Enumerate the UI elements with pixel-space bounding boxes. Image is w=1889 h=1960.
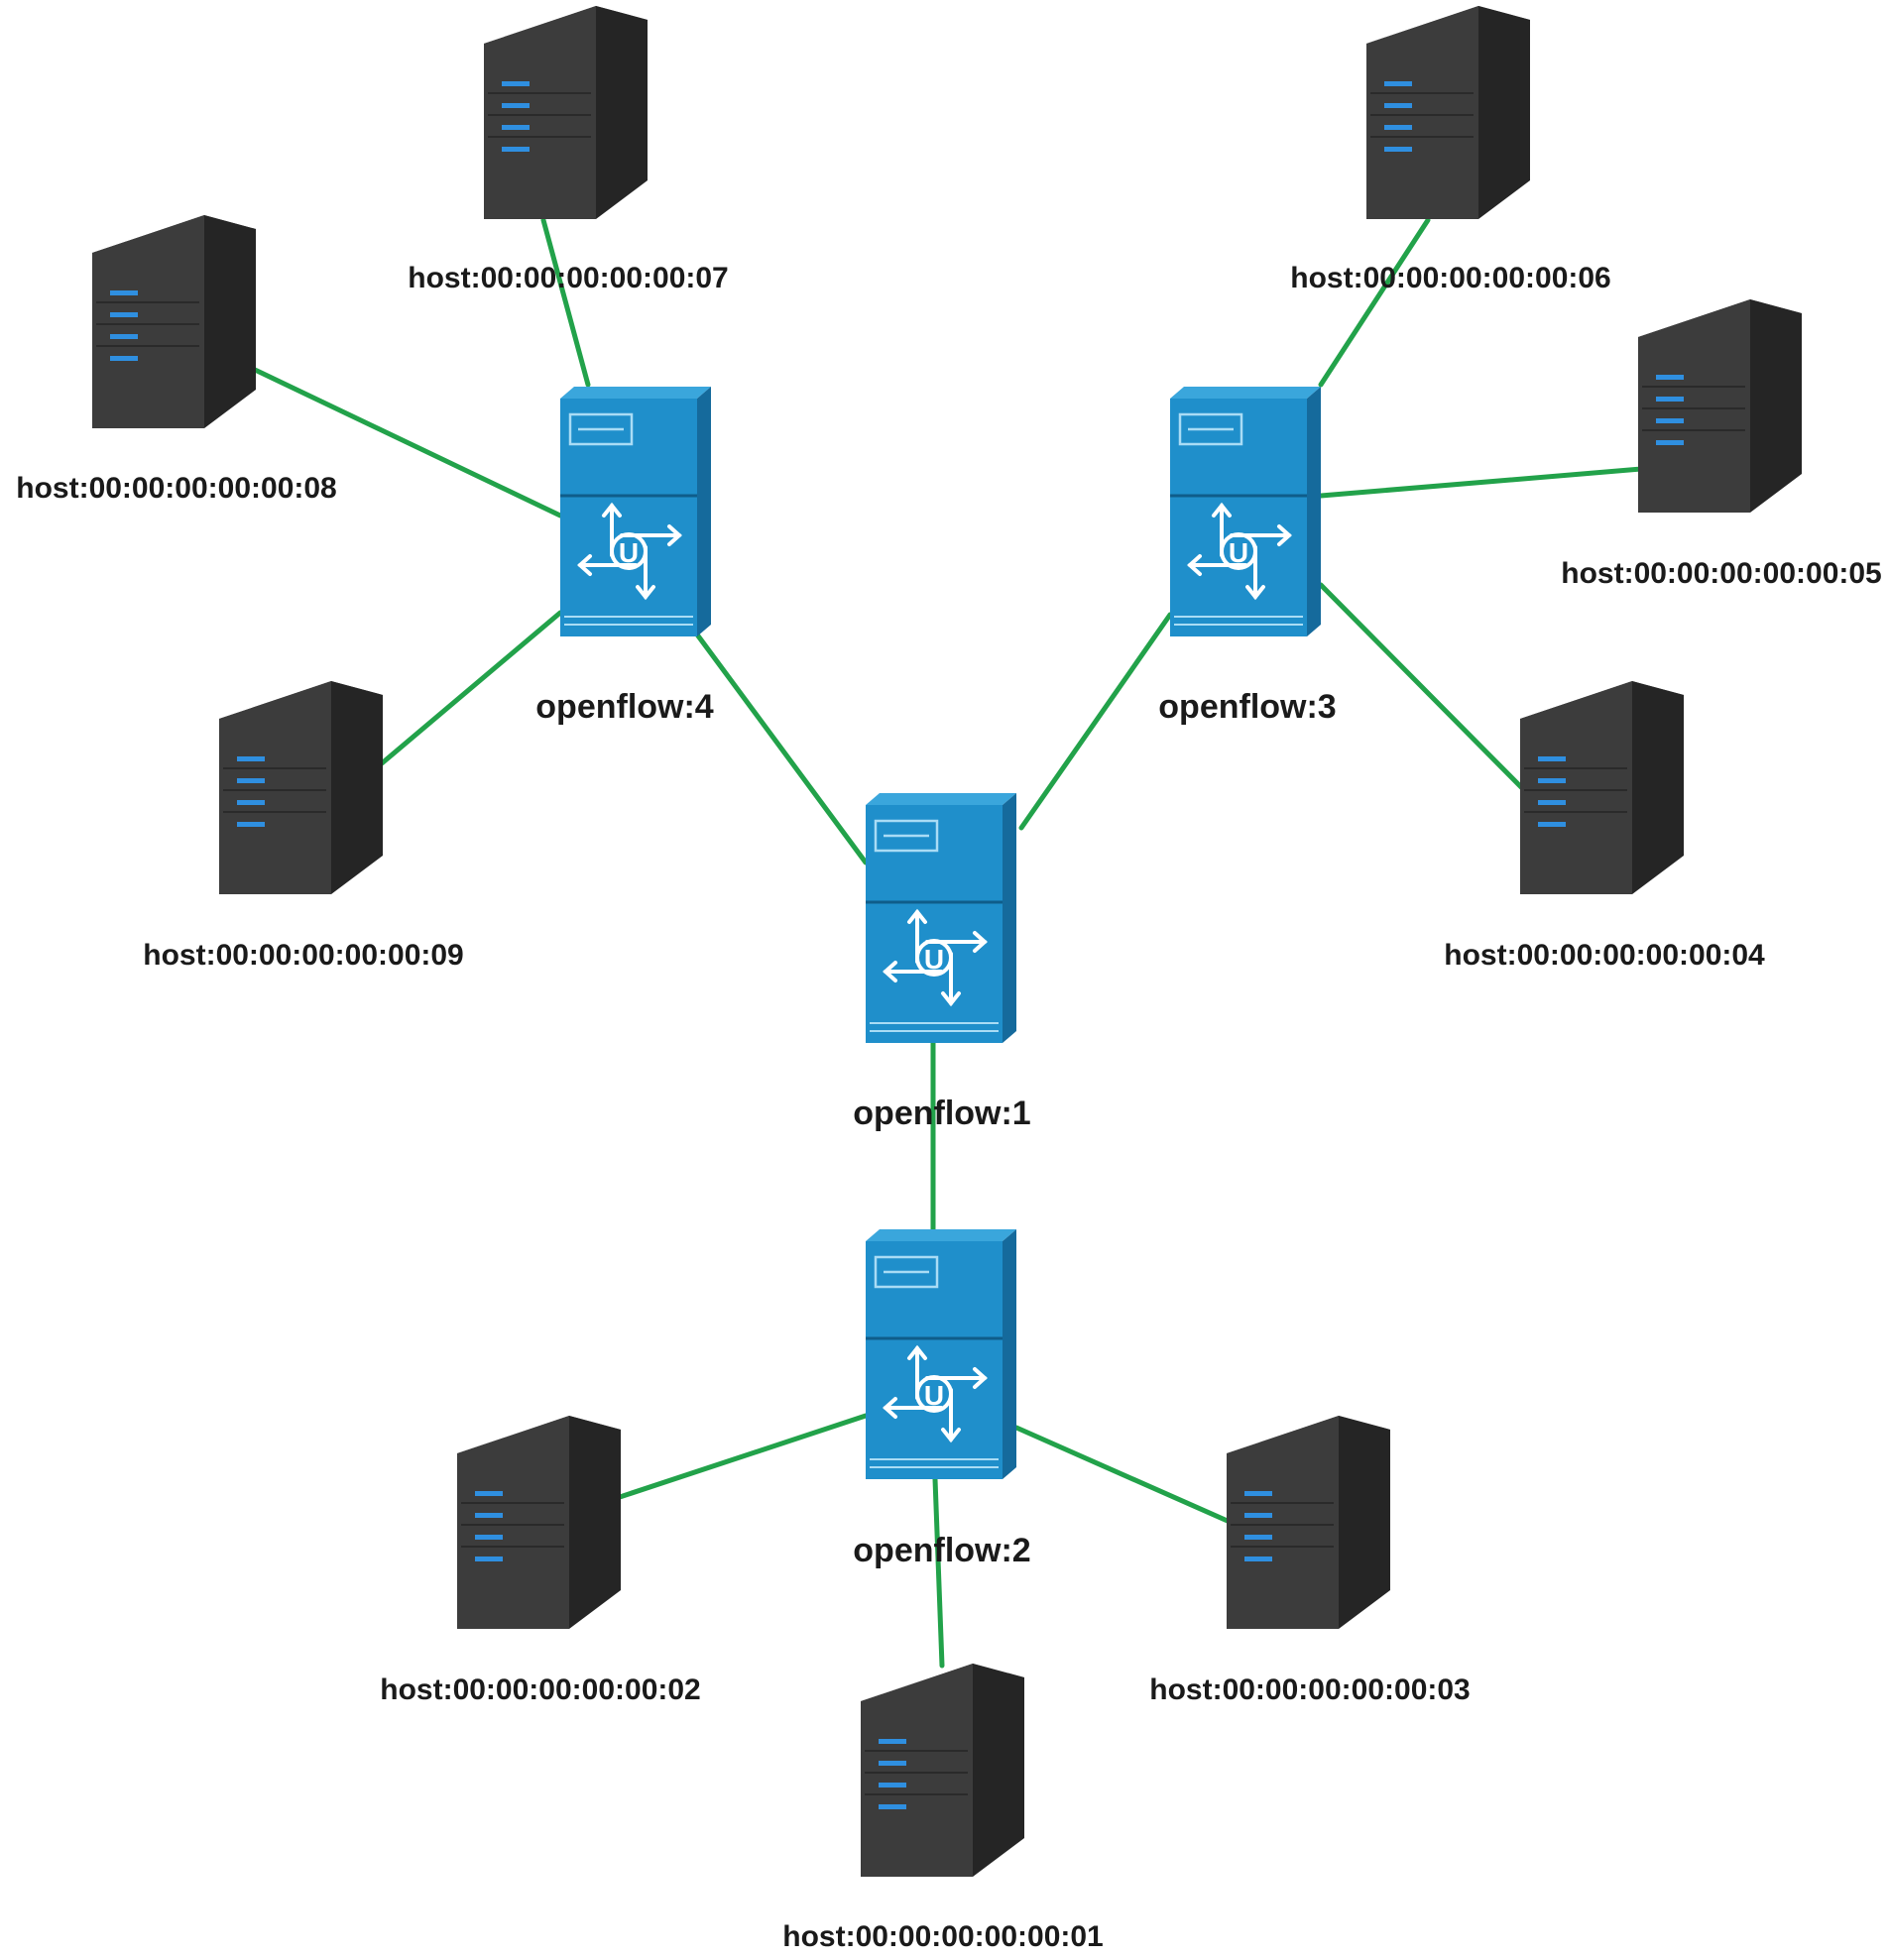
link-s4-h9 bbox=[379, 610, 563, 766]
host-label: host:00:00:00:00:00:09 bbox=[143, 939, 463, 972]
host-label: host:00:00:00:00:00:07 bbox=[408, 262, 728, 294]
server-tower-icon bbox=[1519, 680, 1685, 895]
switch-s3[interactable]: openflow:3 bbox=[1158, 385, 1337, 726]
host-label: host:00:00:00:00:00:03 bbox=[1149, 1673, 1470, 1706]
link-s3-h6 bbox=[1318, 217, 1431, 388]
host-label: host:00:00:00:00:00:02 bbox=[380, 1673, 700, 1706]
switch-s4[interactable]: openflow:4 bbox=[535, 385, 714, 726]
openflow-switch-icon bbox=[864, 1227, 1018, 1481]
host-h6[interactable]: host:00:00:00:00:00:06 bbox=[1290, 5, 1611, 294]
link-s2-h1 bbox=[932, 1476, 945, 1669]
host-h9[interactable]: host:00:00:00:00:00:09 bbox=[143, 680, 464, 972]
link-s2-h3 bbox=[1013, 1425, 1233, 1525]
host-h3[interactable]: host:00:00:00:00:00:03 bbox=[1149, 1415, 1471, 1706]
host-h7[interactable]: host:00:00:00:00:00:07 bbox=[408, 5, 729, 294]
server-tower-icon bbox=[456, 1415, 622, 1630]
server-tower-icon bbox=[1637, 298, 1803, 514]
server-tower-icon bbox=[1365, 5, 1531, 220]
switch-label: openflow:2 bbox=[853, 1532, 1030, 1569]
link-s3-h4 bbox=[1318, 582, 1530, 796]
switch-label: openflow:1 bbox=[853, 1095, 1030, 1132]
host-label: host:00:00:00:00:00:05 bbox=[1561, 557, 1881, 590]
host-h5[interactable]: host:00:00:00:00:00:05 bbox=[1561, 298, 1882, 590]
openflow-switch-icon bbox=[558, 385, 713, 638]
server-tower-icon bbox=[860, 1663, 1025, 1878]
links-layer bbox=[250, 217, 1644, 1669]
server-tower-icon bbox=[1226, 1415, 1391, 1630]
switch-s1[interactable]: openflow:1 bbox=[853, 791, 1031, 1132]
host-h8[interactable]: host:00:00:00:00:00:08 bbox=[16, 214, 337, 505]
switch-label: openflow:3 bbox=[1158, 688, 1336, 726]
host-label: host:00:00:00:00:00:08 bbox=[16, 472, 336, 505]
openflow-switch-icon bbox=[864, 791, 1018, 1045]
server-tower-icon bbox=[218, 680, 384, 895]
host-h2[interactable]: host:00:00:00:00:00:02 bbox=[380, 1415, 701, 1706]
link-s4-h8 bbox=[250, 366, 563, 519]
switch-s2[interactable]: openflow:2 bbox=[853, 1227, 1031, 1569]
host-label: host:00:00:00:00:00:01 bbox=[782, 1920, 1103, 1953]
host-label: host:00:00:00:00:00:06 bbox=[1290, 262, 1610, 294]
host-h4[interactable]: host:00:00:00:00:00:04 bbox=[1444, 680, 1765, 972]
link-s2-h2 bbox=[617, 1413, 869, 1500]
server-tower-icon bbox=[483, 5, 649, 220]
link-s4-h7 bbox=[540, 217, 591, 388]
link-s1-s4 bbox=[694, 632, 869, 865]
host-h1[interactable]: host:00:00:00:00:00:01 bbox=[782, 1663, 1104, 1953]
openflow-switch-icon bbox=[1168, 385, 1323, 638]
server-tower-icon bbox=[91, 214, 257, 429]
switch-label: openflow:4 bbox=[535, 688, 714, 726]
link-s3-h5 bbox=[1318, 466, 1644, 499]
host-label: host:00:00:00:00:00:04 bbox=[1444, 939, 1765, 972]
link-s1-s3 bbox=[1018, 612, 1173, 831]
